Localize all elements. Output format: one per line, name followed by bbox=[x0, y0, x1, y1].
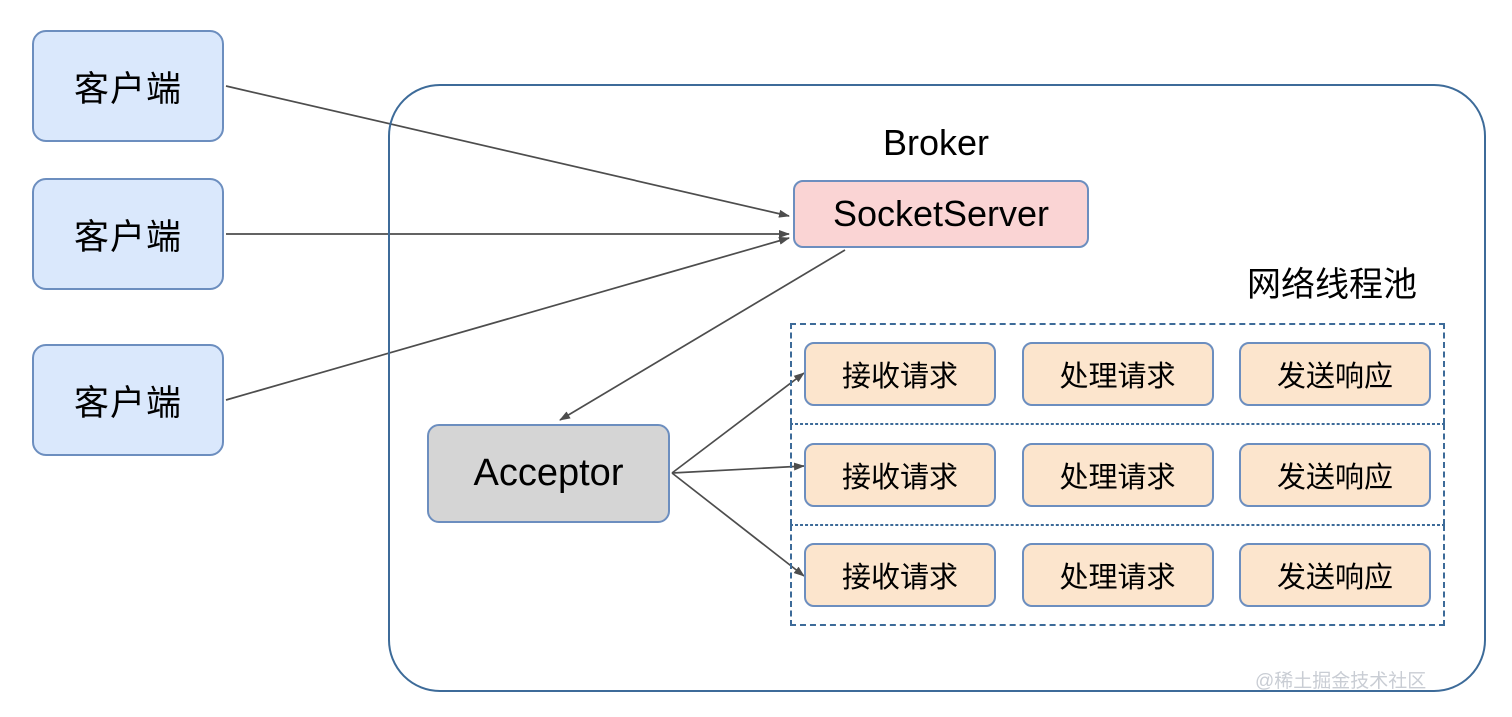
stage-label: 发送响应 bbox=[1276, 562, 1393, 594]
edge-acceptor-to-row3-receive bbox=[671, 472, 805, 577]
socket-server-label: SocketServer bbox=[832, 193, 1050, 234]
socket-server-node[interactable]: SocketServer bbox=[793, 180, 1089, 248]
thread-row: 接收请求 处理请求 发送响应 bbox=[790, 424, 1445, 525]
edge-acceptor-to-row2-receive bbox=[671, 462, 805, 474]
broker-title: Broker bbox=[882, 122, 990, 163]
acceptor-label: Acceptor bbox=[473, 452, 624, 494]
watermark: @稀土掘金技术社区 bbox=[1255, 671, 1427, 692]
stage-label: 接收请求 bbox=[841, 461, 958, 494]
acceptor-node[interactable]: Acceptor bbox=[427, 424, 670, 523]
edge-socketserver-to-acceptor bbox=[559, 249, 846, 421]
thread-pool-title: 网络线程池 bbox=[1247, 265, 1417, 304]
stage-receive-request[interactable]: 接收请求 bbox=[804, 543, 996, 607]
client-node-2[interactable]: 客户端 bbox=[32, 178, 224, 290]
edge-client1-to-socketserver bbox=[225, 85, 790, 218]
stage-receive-request[interactable]: 接收请求 bbox=[804, 442, 996, 507]
broker-container bbox=[388, 84, 1486, 692]
stage-label: 处理请求 bbox=[1059, 461, 1176, 494]
stage-label: 接收请求 bbox=[841, 562, 958, 594]
thread-row: 接收请求 处理请求 发送响应 bbox=[790, 525, 1445, 626]
stage-receive-request[interactable]: 接收请求 bbox=[804, 342, 996, 406]
client-label: 客户端 bbox=[73, 217, 182, 257]
network-thread-pool: 接收请求 处理请求 发送响应 接收请求 处理请求 发送响应 接收请求 处理请求 … bbox=[790, 323, 1445, 626]
stage-send-response[interactable]: 发送响应 bbox=[1239, 543, 1431, 607]
edge-client3-to-socketserver bbox=[225, 236, 790, 401]
stage-label: 发送响应 bbox=[1276, 461, 1393, 494]
client-node-3[interactable]: 客户端 bbox=[32, 344, 224, 456]
stage-label: 接收请求 bbox=[841, 361, 958, 393]
client-label: 客户端 bbox=[73, 69, 182, 109]
stage-process-request[interactable]: 处理请求 bbox=[1021, 442, 1214, 507]
client-label: 客户端 bbox=[73, 383, 182, 423]
thread-row: 接收请求 处理请求 发送响应 bbox=[790, 323, 1445, 424]
stage-send-response[interactable]: 发送响应 bbox=[1239, 442, 1431, 507]
stage-process-request[interactable]: 处理请求 bbox=[1021, 342, 1214, 406]
client-node-1[interactable]: 客户端 bbox=[32, 30, 224, 142]
stage-label: 发送响应 bbox=[1276, 361, 1393, 393]
stage-label: 处理请求 bbox=[1059, 562, 1176, 594]
stage-process-request[interactable]: 处理请求 bbox=[1021, 543, 1214, 607]
stage-send-response[interactable]: 发送响应 bbox=[1239, 342, 1431, 406]
stage-label: 处理请求 bbox=[1059, 361, 1176, 393]
edge-acceptor-to-row1-receive bbox=[671, 372, 805, 474]
